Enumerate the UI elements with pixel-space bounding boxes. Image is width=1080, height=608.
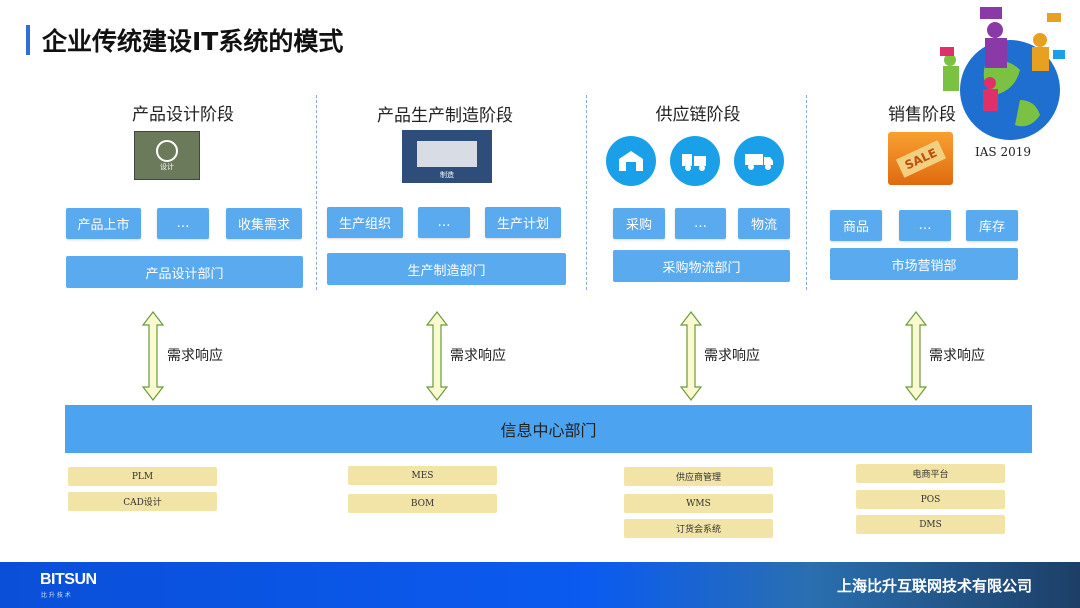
stage-title-manufacturing: 产品生产制造阶段 <box>377 106 513 126</box>
globe-people-icon <box>940 7 1065 140</box>
stage-title-sales: 销售阶段 <box>888 105 956 125</box>
design-icon: 设计 <box>134 131 200 180</box>
response-label: 需求响应 <box>167 348 223 364</box>
column-divider <box>586 95 587 290</box>
system-mes[interactable]: MES <box>348 466 497 485</box>
button-production-plan[interactable]: 生产计划 <box>485 207 561 238</box>
stage-title-design: 产品设计阶段 <box>132 105 234 125</box>
footer-bar: BITSUN 比 升 技 术 上海比升互联网技术有限公司 <box>0 562 1080 608</box>
button-procurement[interactable]: 采购 <box>613 208 665 239</box>
button-more[interactable]: … <box>418 207 470 238</box>
system-pos[interactable]: POS <box>856 490 1005 509</box>
button-more[interactable]: … <box>157 208 209 239</box>
sale-tag-label: SALE <box>895 139 946 178</box>
response-label: 需求响应 <box>450 348 506 364</box>
double-arrow-icon <box>905 311 927 401</box>
ias-logo: IAS 2019 <box>935 5 1070 160</box>
title-accent <box>26 25 30 55</box>
system-wms[interactable]: WMS <box>624 494 773 513</box>
dept-procurement-logistics[interactable]: 采购物流部门 <box>613 250 790 282</box>
footer-company: 上海比升互联网技术有限公司 <box>836 577 1032 595</box>
system-plm[interactable]: PLM <box>68 467 217 486</box>
button-production-org[interactable]: 生产组织 <box>327 207 403 238</box>
dept-manufacturing[interactable]: 生产制造部门 <box>327 253 566 285</box>
design-icon-label: 设计 <box>160 162 174 171</box>
truck-icon <box>734 136 784 186</box>
column-divider <box>806 95 807 290</box>
button-inventory[interactable]: 库存 <box>966 210 1018 241</box>
double-arrow-icon <box>426 311 448 401</box>
system-bom[interactable]: BOM <box>348 494 497 513</box>
dept-product-design[interactable]: 产品设计部门 <box>66 256 303 288</box>
stage-title-supply-chain: 供应链阶段 <box>655 105 741 125</box>
sale-tag-icon: SALE <box>888 132 953 185</box>
footer-logo-sub: 比 升 技 术 <box>41 592 71 599</box>
button-more[interactable]: … <box>899 210 951 241</box>
footer-logo: BITSUN <box>40 571 97 588</box>
info-center-bar[interactable]: 信息中心部门 <box>65 405 1032 453</box>
button-collect-requirements[interactable]: 收集需求 <box>226 208 302 239</box>
button-product-launch[interactable]: 产品上市 <box>66 208 141 239</box>
factory-icon: 制造 <box>402 130 492 183</box>
button-goods[interactable]: 商品 <box>830 210 882 241</box>
ias-label: IAS 2019 <box>975 145 1031 159</box>
system-cad[interactable]: CAD设计 <box>68 492 217 511</box>
double-arrow-icon <box>680 311 702 401</box>
dept-marketing[interactable]: 市场营销部 <box>830 248 1018 280</box>
forklift-icon <box>670 136 720 186</box>
system-supplier-mgmt[interactable]: 供应商管理 <box>624 467 773 486</box>
page-title: 企业传统建设IT系统的模式 <box>42 27 344 56</box>
button-more[interactable]: … <box>675 208 726 239</box>
system-dms[interactable]: DMS <box>856 515 1005 534</box>
system-ordering[interactable]: 订货会系统 <box>624 519 773 538</box>
factory-icon-label: 制造 <box>440 171 454 179</box>
system-ecommerce[interactable]: 电商平台 <box>856 464 1005 483</box>
column-divider <box>316 95 317 290</box>
double-arrow-icon <box>142 311 164 401</box>
warehouse-icon <box>606 136 656 186</box>
button-logistics[interactable]: 物流 <box>738 208 790 239</box>
response-label: 需求响应 <box>704 348 760 364</box>
response-label: 需求响应 <box>929 348 985 364</box>
